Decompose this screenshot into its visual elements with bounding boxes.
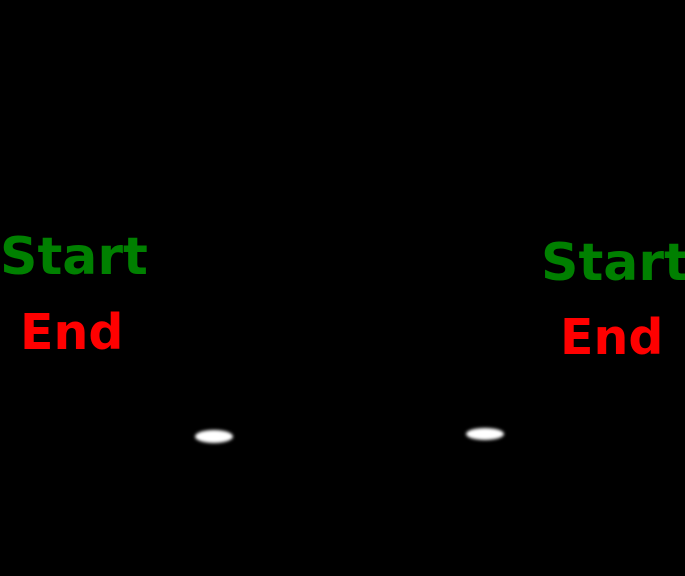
white-ellipse-marker-right bbox=[466, 428, 504, 440]
white-ellipse-marker-left bbox=[195, 430, 233, 443]
end-label-left: End bbox=[20, 304, 124, 361]
end-label-right: End bbox=[560, 309, 664, 366]
start-label-left: Start bbox=[0, 227, 148, 287]
start-label-right: Start bbox=[541, 233, 685, 293]
